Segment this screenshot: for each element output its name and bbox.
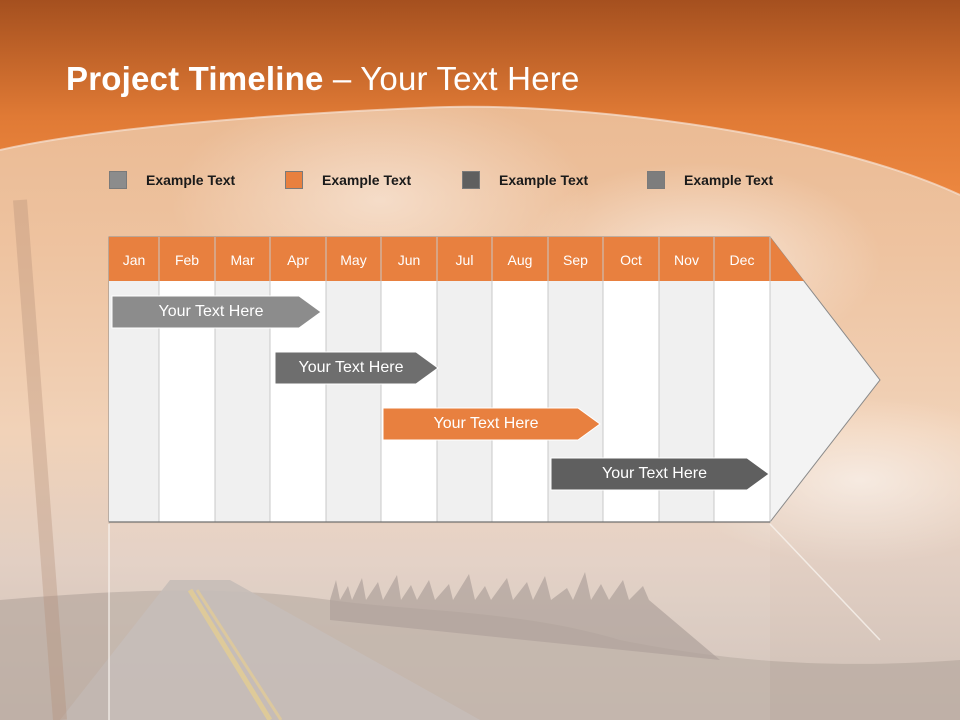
header-band — [0, 0, 960, 196]
road-line-2 — [195, 589, 283, 720]
task-bars — [111, 295, 770, 491]
road-surface — [60, 580, 480, 720]
legend-label: Example Text — [146, 172, 236, 188]
legend-swatch-mid-gray — [647, 171, 665, 189]
month-column-may — [326, 281, 381, 522]
month-label-dec: Dec — [729, 252, 755, 268]
road-pole — [13, 199, 67, 720]
month-label-mar: Mar — [230, 252, 255, 268]
timeline-reflection — [108, 523, 881, 720]
month-label-jun: Jun — [397, 252, 421, 268]
title-bold: Project Timeline — [66, 60, 324, 97]
legend-swatch-orange — [285, 171, 303, 189]
task-bar-4 — [550, 457, 770, 491]
title-rest: – Your Text Here — [323, 60, 580, 97]
month-label-oct: Oct — [620, 252, 642, 268]
month-label-sep: Sep — [563, 252, 588, 268]
month-label-aug: Aug — [507, 252, 533, 268]
legend-label: Example Text — [499, 172, 589, 188]
legend-label: Example Text — [322, 172, 412, 188]
month-label-nov: Nov — [674, 252, 699, 268]
task-bar-1 — [111, 295, 322, 329]
month-column-jun — [381, 281, 437, 522]
month-header-band — [109, 237, 804, 281]
legend-label: Example Text — [684, 172, 774, 188]
road-line — [187, 588, 273, 720]
legend-swatch-dark-gray — [462, 171, 480, 189]
month-column-jul — [437, 281, 492, 522]
task-bar-label-2: Your Text Here — [298, 359, 404, 376]
month-label-jul: Jul — [455, 252, 474, 268]
task-bar-3 — [382, 407, 601, 441]
task-bar-label-1: Your Text Here — [158, 303, 264, 320]
legend-swatch-gray — [109, 171, 127, 189]
page-title: Project Timeline – Your Text Here — [66, 60, 580, 98]
reflection-fill — [109, 524, 770, 720]
vegetation — [330, 572, 720, 660]
month-label-jan: Jan — [122, 252, 146, 268]
month-label-apr: Apr — [287, 252, 309, 268]
task-bar-2 — [274, 351, 439, 385]
month-column-aug — [492, 281, 548, 522]
task-bar-label-4: Your Text Here — [602, 465, 707, 482]
task-bar-label-3: Your Text Here — [433, 415, 539, 432]
month-label-may: May — [340, 252, 367, 268]
month-label-feb: Feb — [174, 252, 200, 268]
